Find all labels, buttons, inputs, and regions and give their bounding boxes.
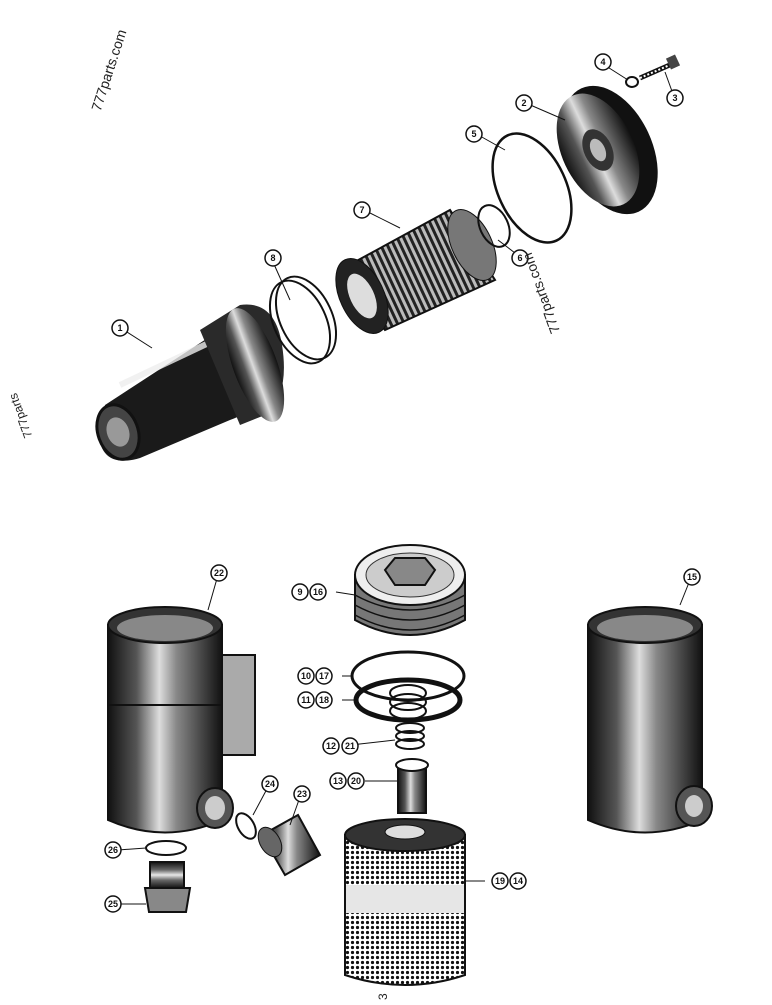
snap-ring-part-8 (268, 275, 338, 365)
svg-text:2: 2 (521, 98, 526, 108)
svg-text:15: 15 (687, 572, 697, 582)
callout-23: 23 (293, 785, 311, 803)
callout-6: 6 (511, 249, 529, 267)
svg-text:24: 24 (265, 779, 275, 789)
callout-11: 11 (297, 691, 315, 709)
housing-part-15 (587, 606, 713, 834)
svg-text:14: 14 (513, 876, 523, 886)
callout-3: 3 (666, 89, 684, 107)
filter-element-part-7 (335, 208, 497, 334)
svg-text:23: 23 (297, 789, 307, 799)
svg-text:26: 26 (108, 845, 118, 855)
callout-20: 20 (347, 772, 365, 790)
spring-part-12-21 (395, 722, 425, 750)
callout-19: 19 (491, 872, 509, 890)
svg-text:12: 12 (326, 741, 336, 751)
washer-part-4 (625, 76, 639, 88)
o-ring-part-6 (477, 204, 511, 248)
bolt-part-3 (638, 54, 681, 81)
callout-7: 7 (353, 201, 371, 219)
svg-text:21: 21 (345, 741, 355, 751)
svg-text:8: 8 (270, 253, 275, 263)
svg-text:19: 19 (495, 876, 505, 886)
callout-2: 2 (515, 94, 533, 112)
callout-4: 4 (594, 53, 612, 71)
svg-text:22: 22 (214, 568, 224, 578)
o-ring-part-26 (145, 840, 187, 856)
svg-text:13: 13 (333, 776, 343, 786)
callout-8: 8 (264, 249, 282, 267)
svg-text:10: 10 (301, 671, 311, 681)
svg-text:1: 1 (117, 323, 122, 333)
callout-24: 24 (261, 775, 279, 793)
svg-text:11: 11 (301, 695, 311, 705)
leader-lines (117, 65, 691, 905)
fitting-part-23 (257, 813, 322, 877)
tube-part-13-20 (395, 758, 429, 814)
page-mark: 3 (376, 993, 390, 1000)
callout-22: 22 (210, 564, 228, 582)
cover-part-2 (556, 85, 658, 215)
callout-17: 17 (315, 667, 333, 685)
cap-part-9-16 (354, 544, 466, 636)
callout-21: 21 (341, 737, 359, 755)
o-ring-part-24 (235, 812, 257, 840)
callout-5: 5 (465, 125, 483, 143)
plug-part-25 (143, 861, 192, 913)
callout-13: 13 (329, 772, 347, 790)
housing-part-1 (95, 304, 285, 461)
svg-text:17: 17 (319, 671, 329, 681)
callout-1: 1 (111, 319, 129, 337)
svg-text:3: 3 (672, 93, 677, 103)
o-ring-part-5 (491, 132, 573, 244)
callout-18: 18 (315, 691, 333, 709)
callout-12: 12 (322, 737, 340, 755)
svg-text:18: 18 (319, 695, 329, 705)
callout-9: 9 (291, 583, 309, 601)
svg-text:16: 16 (313, 587, 323, 597)
svg-text:9: 9 (297, 587, 302, 597)
svg-text:20: 20 (351, 776, 361, 786)
housing-part-22 (107, 606, 256, 834)
svg-text:25: 25 (108, 899, 118, 909)
callout-10: 10 (297, 667, 315, 685)
svg-text:5: 5 (471, 129, 476, 139)
callout-25: 25 (104, 895, 122, 913)
svg-text:6: 6 (517, 253, 522, 263)
svg-text:7: 7 (359, 205, 364, 215)
callouts: 1 8 7 5 6 2 4 3 9 16 10 17 11 18 12 21 1… (104, 53, 701, 913)
filter-cartridge-part-19-14 (344, 818, 466, 986)
seal-part-11-18 (353, 677, 463, 723)
callout-15: 15 (683, 568, 701, 586)
ring-part-10-17 (350, 650, 466, 702)
callout-14: 14 (509, 872, 527, 890)
callout-26: 26 (104, 841, 122, 859)
callout-16: 16 (309, 583, 327, 601)
svg-text:4: 4 (600, 57, 605, 67)
